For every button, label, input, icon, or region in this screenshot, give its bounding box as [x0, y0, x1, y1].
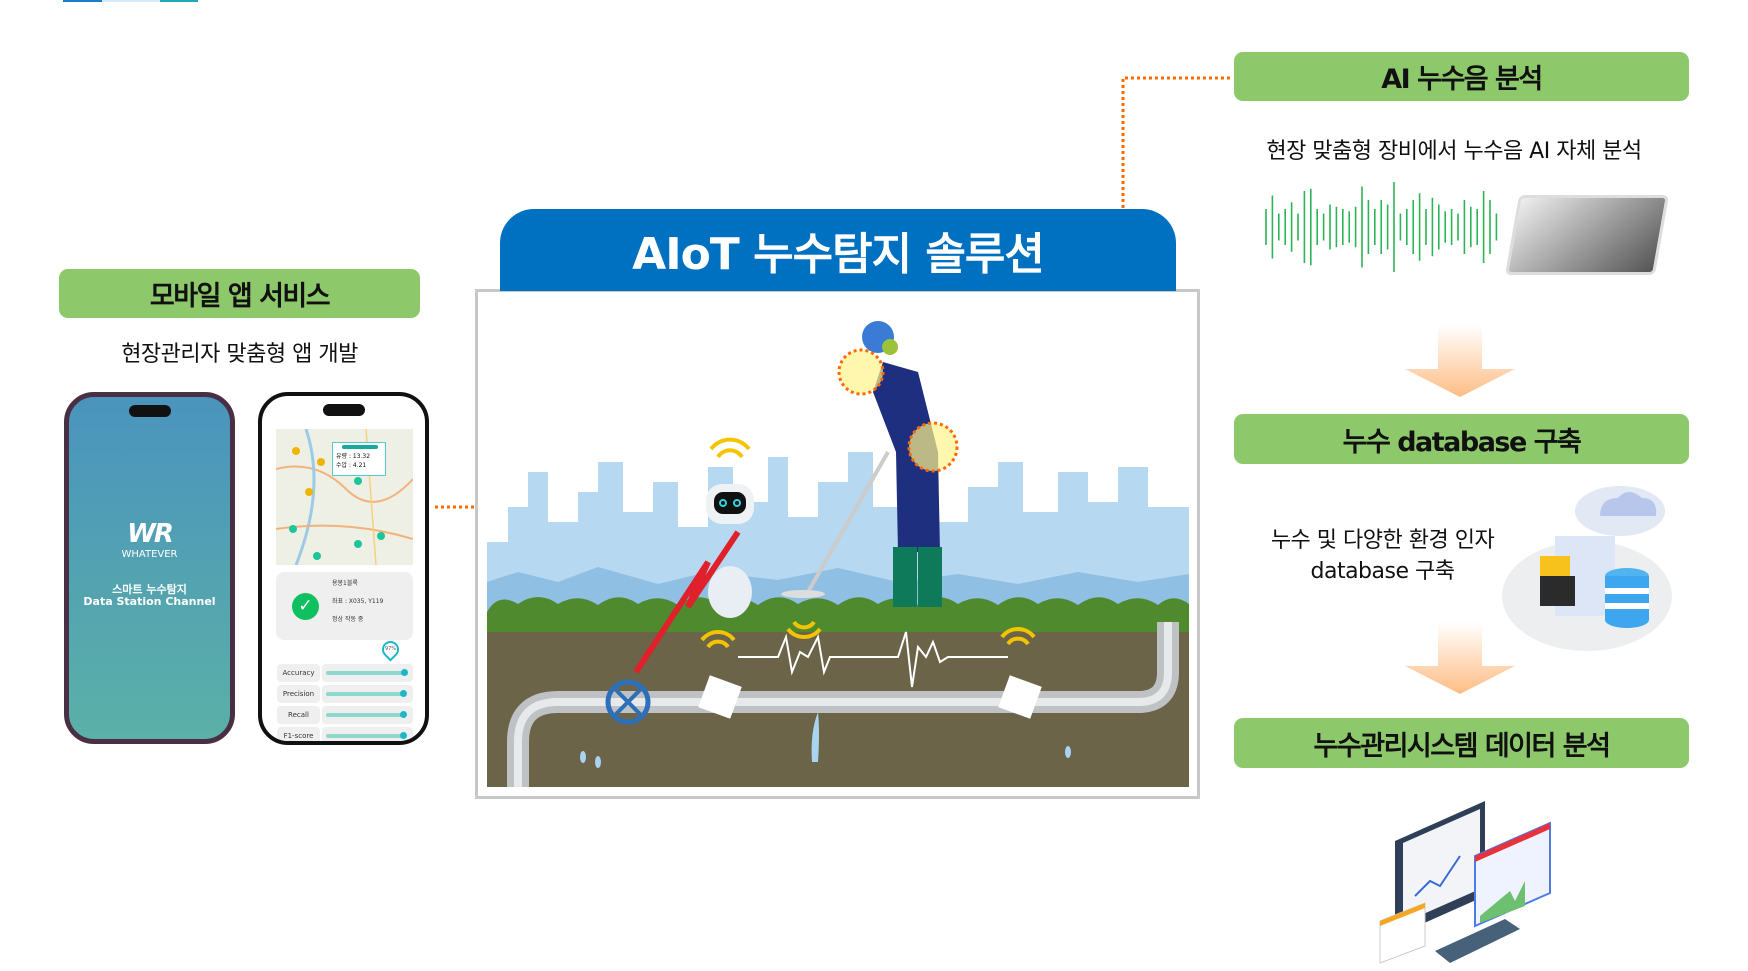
down-arrow-icon	[1405, 325, 1515, 397]
water-drops	[580, 712, 1071, 768]
wifi-signal-icons	[700, 437, 1036, 649]
app-title-ko: 스마트 누수탐지	[112, 583, 187, 596]
phone-notch	[322, 404, 365, 416]
status-block: 용봉1블록	[332, 580, 358, 587]
metric-label: Precision	[277, 685, 320, 703]
metric-label: Accuracy	[277, 664, 320, 682]
phone-splash-screen: WR WHATEVER 스마트 누수탐지 Data Station Channe…	[64, 392, 235, 744]
map-pin-icon	[305, 488, 313, 496]
solution-title-banner: AIoT 누수탐지 솔루션	[500, 209, 1176, 291]
sound-waveform	[738, 631, 1008, 688]
metric-label: F1-score	[277, 727, 320, 741]
metric-fill	[326, 671, 404, 675]
map-pin-icon	[313, 552, 321, 560]
check-icon: ✓	[292, 593, 319, 620]
leak-detector-device-image	[1504, 195, 1670, 275]
sensor-right	[998, 675, 1042, 719]
metric-handle	[399, 711, 407, 718]
robot-mascot	[706, 484, 754, 618]
database-illustration	[1502, 486, 1672, 651]
mobile-app-subtitle: 현장관리자 맞춤형 앱 개발	[121, 342, 358, 367]
metric-row: Accuracy	[277, 664, 413, 682]
highlight-device	[907, 421, 959, 473]
ai-analysis-desc: 현장 맞춤형 장비에서 누수음 AI 자체 분석	[1266, 139, 1642, 164]
popup-pressure: 수압 : 4.21	[336, 462, 367, 469]
metric-row: Recall	[277, 706, 413, 724]
sound-wave-graphic	[1265, 182, 1498, 272]
status-state: 정상 작동 중	[332, 616, 364, 623]
top-accent-bar	[102, 0, 160, 2]
database-label: 누수 database 구축	[1234, 414, 1689, 464]
metric-bar	[322, 706, 413, 724]
system-analysis-label: 누수관리시스템 데이터 분석	[1234, 718, 1689, 768]
map-pin-icon	[377, 532, 385, 540]
database-desc-line2: database 구축	[1310, 559, 1455, 584]
metric-row: F1-score	[277, 727, 413, 741]
brand-name: WHATEVER	[121, 549, 178, 560]
map-pin-icon	[292, 447, 300, 455]
field-worker	[781, 321, 959, 607]
database-desc-line1: 누수 및 다양한 환경 인자	[1270, 528, 1495, 553]
scene-frame	[475, 289, 1200, 799]
leak-detection-scene	[487, 321, 1189, 787]
map-roads	[276, 429, 413, 565]
map-pin-icon	[317, 458, 325, 466]
metric-bar	[322, 727, 413, 741]
metric-fill	[326, 692, 403, 696]
metric-fill	[326, 734, 403, 738]
phone-notch	[128, 405, 171, 417]
metric-row: Precision	[277, 685, 413, 703]
valve-icon	[605, 679, 651, 725]
map-pin-icon	[354, 540, 362, 548]
map-view[interactable]: 유량 : 13.32 수압 : 4.21	[276, 429, 413, 565]
ai-analysis-label: AI 누수음 분석	[1234, 52, 1689, 101]
water-pipe	[507, 622, 1179, 787]
metric-label: Recall	[277, 706, 320, 724]
metric-bar	[322, 664, 413, 682]
metric-handle	[399, 732, 407, 739]
lightning-icon	[633, 530, 741, 674]
phone-dashboard-screen: 유량 : 13.32 수압 : 4.21 ✓ 용봉1블록 좌표 : X035, …	[258, 392, 429, 745]
top-accent-bar	[63, 0, 102, 2]
mobile-app-label: 모바일 앱 서비스	[59, 269, 420, 318]
valve-cross	[614, 688, 642, 716]
data-analysis-computer-illustration	[1379, 801, 1551, 964]
down-arrow-icon	[1405, 622, 1515, 694]
popup-flow: 유량 : 13.32	[336, 453, 371, 460]
metric-handle	[400, 669, 408, 676]
map-popup: 유량 : 13.32 수압 : 4.21	[332, 442, 386, 476]
sensor-left	[698, 675, 742, 719]
metric-fill	[326, 713, 403, 717]
tooltip-value: 97%	[384, 646, 397, 652]
status-coords: 좌표 : X035, Y119	[332, 598, 384, 605]
app-title-en: Data Station Channel	[83, 595, 216, 608]
highlight-headphones	[837, 348, 885, 396]
map-pin-icon	[354, 477, 362, 485]
top-accent-bar	[160, 0, 198, 2]
status-card: ✓ 용봉1블록 좌표 : X035, Y119 정상 작동 중	[276, 572, 413, 640]
metric-handle	[399, 690, 407, 697]
metric-bar	[322, 685, 413, 703]
wr-logo: WR	[127, 519, 174, 549]
map-pin-icon	[289, 525, 297, 533]
